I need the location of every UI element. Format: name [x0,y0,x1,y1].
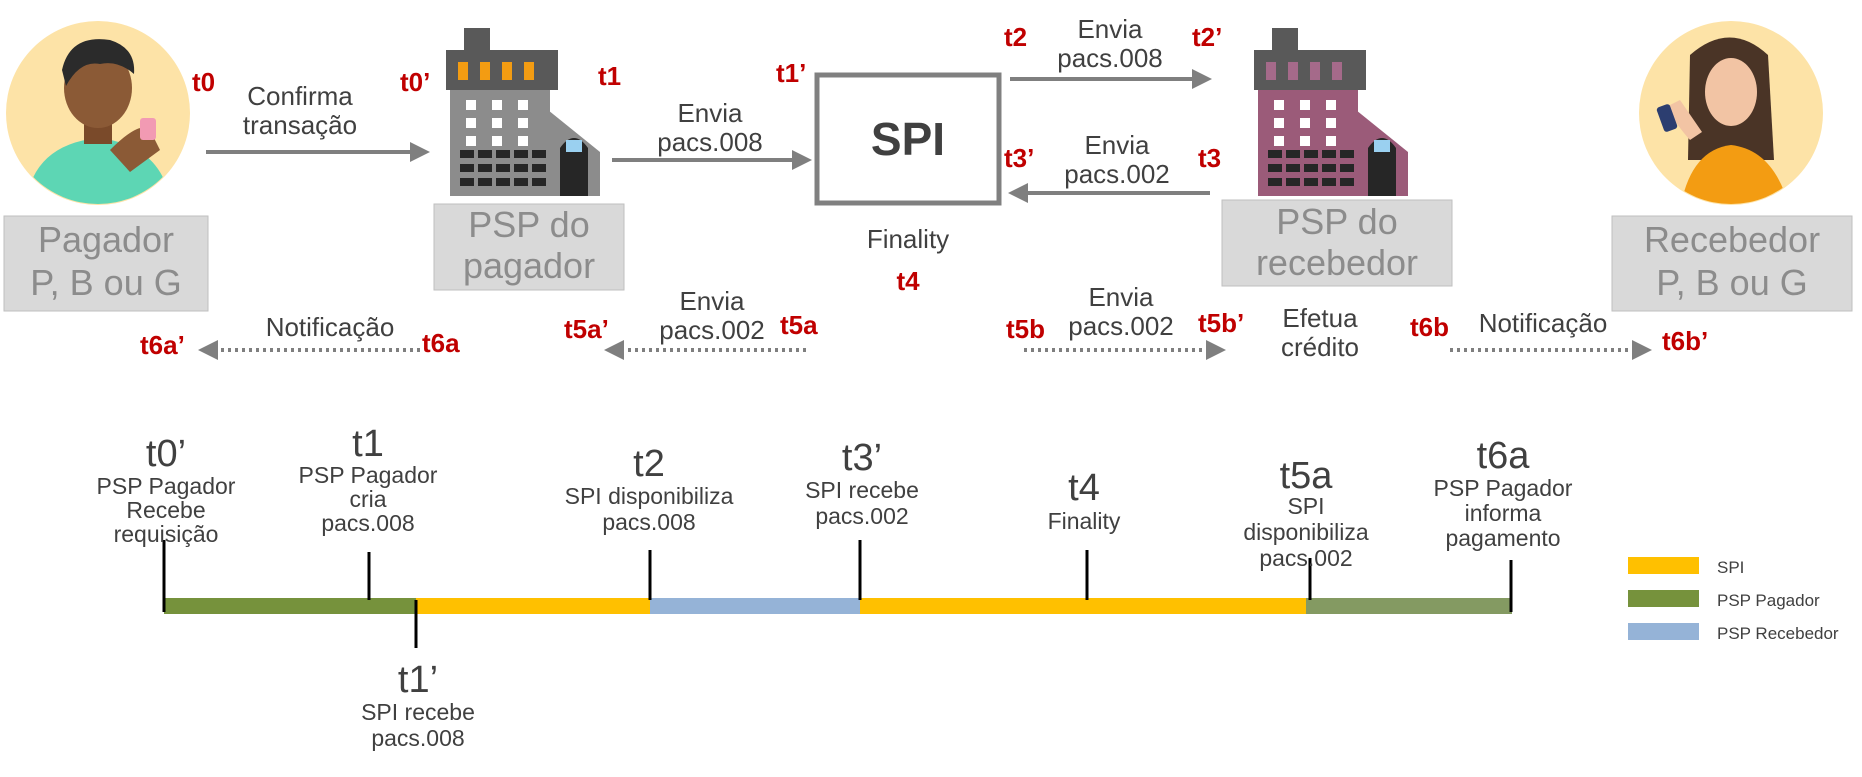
payer-label-1: Pagador [38,219,174,260]
event-t1-id: t1 [352,423,384,465]
send002a-label-1: Envia [1084,130,1150,160]
mark-t6ap: t6a’ [140,330,185,360]
timeline-segment-psp-recebedor [650,598,860,614]
timeline-segment-spi-1 [416,598,650,614]
timeline-segment-spi-2 [860,598,1306,614]
event-t6a-id: t6a [1477,435,1531,477]
event-t1-line3: pacs.008 [321,510,414,536]
event-t3p-line2: pacs.002 [815,503,908,529]
receiver-psp-building-icon [1254,28,1408,196]
mark-t5ap: t5a’ [564,314,609,344]
receiver-avatar [1639,21,1823,205]
event-t4-line1: Finality [1048,508,1121,534]
mark-t0p: t0’ [400,67,430,97]
legend-swatch-psp-recebedor [1628,623,1699,640]
send008a-label-1: Envia [677,98,743,128]
event-t5a-id: t5a [1280,455,1334,497]
mark-t3: t3 [1198,143,1221,173]
timeline-ticks [162,540,1513,648]
event-t1p-id: t1’ [398,659,438,701]
send002c-label-2: pacs.002 [1068,311,1174,341]
credit-label-1: Efetua [1282,303,1358,333]
spi-box [814,72,1002,206]
event-t1p-line2: pacs.008 [371,725,464,751]
mark-t2: t2 [1004,22,1027,52]
event-t4-id: t4 [1068,467,1100,509]
event-t0p-line3: requisição [114,521,219,547]
mark-t4: t4 [896,266,920,296]
event-t3p-id: t3’ [842,437,882,479]
confirm-label-1: Confirma [247,81,353,111]
event-t5a-line3: pacs.002 [1259,545,1352,571]
receiver-box [1611,215,1853,312]
event-t6a-line2: informa [1465,500,1542,526]
payer-psp-label-2: pagador [463,245,595,286]
mark-t1: t1 [598,61,621,91]
send008b-label-2: pacs.008 [1057,43,1163,73]
payer-psp-label-1: PSP do [468,204,589,245]
send008a-label-2: pacs.008 [657,127,763,157]
confirm-label-2: transação [243,110,357,140]
timeline-segment-psp-pagador-1 [164,598,416,614]
receiver-label-1: Recebedor [1644,219,1820,260]
receiver-label-2: P, B ou G [1656,262,1807,303]
event-t1-line2: cria [349,486,386,512]
payer-label-2: P, B ou G [30,262,181,303]
timeline-segment-psp-pagador-2 [1306,598,1512,614]
mark-t5bp: t5b’ [1198,308,1244,338]
mark-t6a: t6a [422,328,460,358]
receiver-psp-label-2: recebedor [1256,242,1418,283]
mark-t6b: t6b [1410,312,1449,342]
event-t0p-line2: Recebe [126,497,205,523]
receiver-psp-box [1221,199,1453,287]
mark-t5a: t5a [780,310,818,340]
mark-t3p: t3’ [1004,143,1034,173]
spi-label: SPI [871,113,945,165]
mark-t0: t0 [192,67,215,97]
mark-t5b: t5b [1006,314,1045,344]
legend-label-spi: SPI [1717,558,1744,577]
finality-label: Finality [867,224,949,254]
notify-payer-label: Notificação [266,312,395,342]
event-t2-id: t2 [633,443,665,485]
legend-label-psp-recebedor: PSP Recebedor [1717,624,1839,643]
legend-swatch-spi [1628,557,1699,574]
legend-label-psp-pagador: PSP Pagador [1717,591,1820,610]
event-t2-line1: SPI disponibiliza [565,483,734,509]
mark-t2p: t2’ [1192,22,1222,52]
mark-t1p: t1’ [776,58,806,88]
payer-psp-building-icon [446,28,600,196]
send002a-label-2: pacs.002 [1064,159,1170,189]
legend: SPI PSP Pagador PSP Recebedor [1628,557,1839,643]
payer-box [3,215,209,312]
send002c-label-1: Envia [1088,282,1154,312]
legend-swatch-psp-pagador [1628,590,1699,607]
notify-receiver-label: Notificação [1479,308,1608,338]
event-t0p-id: t0’ [146,433,186,475]
send008b-label-1: Envia [1077,14,1143,44]
event-t3p-line1: SPI recebe [805,477,919,503]
event-t5a-line2: disponibiliza [1243,519,1369,545]
credit-label-2: crédito [1281,332,1359,362]
event-t0p-line1: PSP Pagador [97,473,236,499]
receiver-psp-label-1: PSP do [1276,201,1397,242]
event-t6a-line3: pagamento [1445,525,1560,551]
event-t5a-line1: SPI [1287,493,1324,519]
event-t1-line1: PSP Pagador [299,462,438,488]
mark-t6bp: t6b’ [1662,326,1708,356]
event-t1p-line1: SPI recebe [361,699,475,725]
event-t2-line2: pacs.008 [602,509,695,535]
event-t6a-line1: PSP Pagador [1434,475,1573,501]
send002b-label-2: pacs.002 [659,315,765,345]
payer-avatar [6,21,190,205]
payer-psp-box [433,203,625,291]
send002b-label-1: Envia [679,286,745,316]
